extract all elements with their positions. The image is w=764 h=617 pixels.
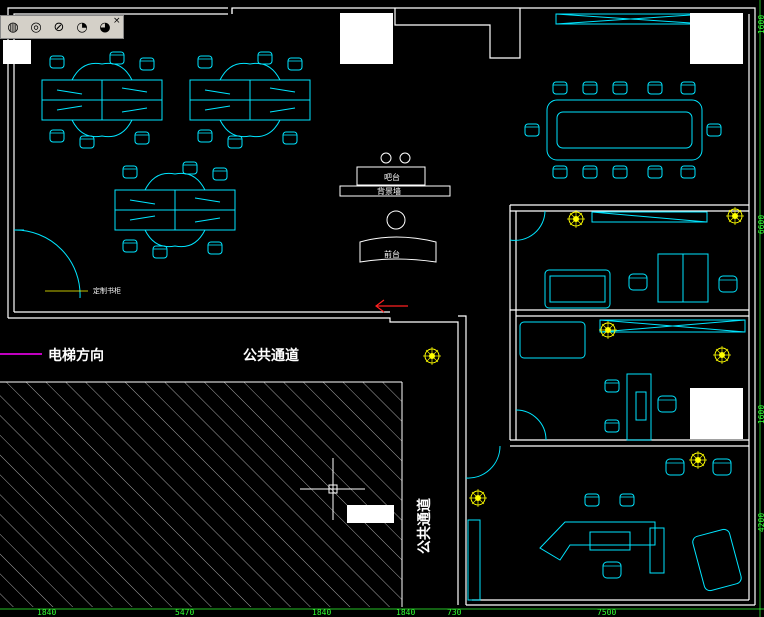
dimension-bottom-6: 7500: [597, 608, 617, 617]
dimension-bottom-3: 1840: [312, 608, 332, 617]
dimension-bottom-1: 1840: [37, 608, 57, 617]
dimension-right-2: 6600: [757, 214, 764, 235]
workstation-cluster-2: [190, 52, 310, 148]
dimension-bottom-4: 1840: [396, 608, 416, 617]
desk-office: [604, 373, 677, 441]
doors: [13, 210, 547, 479]
custom-bookcase-label: 定制书柜: [93, 287, 121, 295]
direction-arrow-icon: [375, 299, 408, 313]
walls: [7, 7, 756, 606]
toolbar-close-button[interactable]: ×: [113, 16, 121, 26]
dimension-right-4: 4200: [757, 512, 764, 533]
elevator-direction-label: 电梯方向: [48, 348, 104, 364]
dimension-right-3: 1600: [757, 404, 764, 425]
column-block: [340, 13, 393, 64]
column-block: [690, 13, 743, 64]
view-toolbar: ◍ ◎ ⊘ ◔ ◕ ×: [0, 15, 124, 39]
front-desk-label: 前台: [384, 250, 400, 259]
dimension-right-1: 1600: [757, 14, 764, 35]
reception-bar-label: 吧台: [384, 173, 400, 182]
workstation-cluster-1: [42, 52, 162, 148]
conference-table: [524, 13, 722, 179]
dimension-bottom-2: 5470: [175, 608, 195, 617]
public-corridor-vertical-label: 公共通道: [417, 498, 433, 554]
public-corridor-label: 公共通道: [243, 348, 299, 364]
view-orbit-icon[interactable]: ◕: [99, 19, 111, 35]
view-cube-add-icon[interactable]: ◍: [7, 19, 19, 35]
column-block: [347, 505, 394, 523]
executive-office: [467, 458, 742, 601]
workstation-cluster-3: [115, 162, 235, 258]
view-3d-icon[interactable]: ◔: [76, 19, 88, 35]
reception-area: [339, 152, 451, 263]
elevator-zone: [0, 353, 403, 607]
background-wall-label: 背景墙: [377, 187, 401, 196]
crosshair-cursor-icon: [300, 458, 365, 520]
lounge-office: [519, 211, 746, 359]
column-block: [3, 40, 31, 64]
no-view-icon[interactable]: ⊘: [53, 19, 65, 35]
view-cube-remove-icon[interactable]: ◎: [30, 19, 42, 35]
dimension-bottom-5: 730: [447, 608, 462, 617]
column-block: [690, 388, 743, 439]
